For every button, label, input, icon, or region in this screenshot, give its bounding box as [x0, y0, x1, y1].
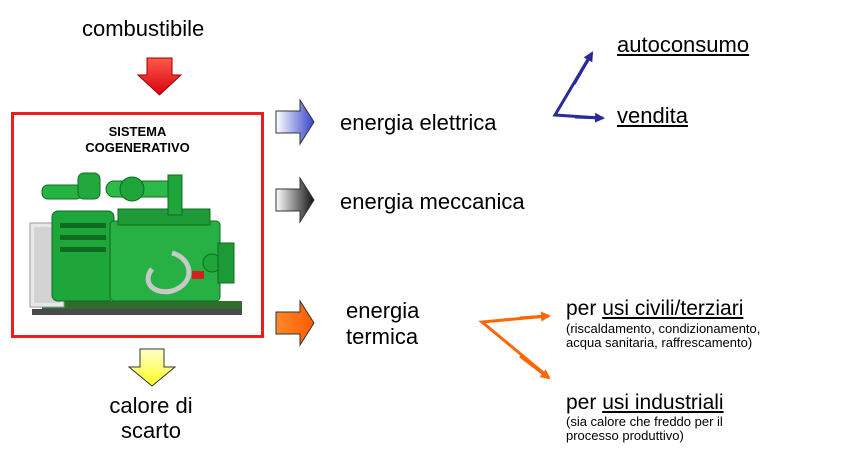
industrial-use-detail-line1: (sia calore che freddo per il	[566, 414, 723, 429]
self-consumption-arrowhead	[572, 51, 594, 85]
waste-heat-line2: scarto	[121, 418, 181, 443]
fuel-input-arrow	[136, 57, 183, 96]
civil-use-label: usi civili/terziari	[602, 297, 744, 320]
waste-heat-line1: calore di	[109, 393, 193, 418]
cogeneration-system-box: SISTEMA COGENERATIVO	[11, 112, 264, 338]
industrial-use-label: usi industriali	[602, 391, 724, 414]
civil-use-heading: per usi civili/terziari	[566, 297, 743, 320]
electric-energy-label: energia elettrica	[340, 110, 497, 135]
system-title-line2: COGENERATIVO	[85, 140, 190, 155]
mechanical-energy-label: energia meccanica	[340, 189, 525, 214]
waste-heat-arrow	[127, 348, 177, 387]
thermal-energy-line2: termica	[346, 324, 419, 349]
system-title-line1: SISTEMA	[108, 124, 167, 139]
thermal-energy-line1: energia	[346, 298, 420, 323]
self-consumption-label: autoconsumo	[617, 32, 750, 57]
electric-output-arrow	[275, 98, 315, 146]
electric-split-line	[552, 55, 601, 120]
civil-use-detail-line1: (riscaldamento, condizionamento,	[566, 321, 761, 336]
sale-arrowhead	[574, 112, 605, 123]
civil-use-prefix: per	[566, 297, 603, 320]
sale-label: vendita	[617, 103, 688, 128]
thermal-output-arrow	[275, 299, 315, 347]
industrial-use-detail-line2: processo produttivo)	[566, 428, 684, 443]
civil-use-arrowhead	[519, 311, 551, 322]
fuel-label: combustibile	[82, 16, 205, 41]
cogeneration-engine-image	[29, 172, 242, 315]
industrial-use-heading: per usi industriali	[566, 391, 724, 414]
industrial-use-arrowhead	[519, 354, 551, 380]
mechanical-output-arrow	[275, 176, 315, 224]
thermal-split-line	[478, 314, 548, 378]
civil-use-detail-line2: acqua sanitaria, raffrescamento)	[566, 335, 753, 350]
industrial-use-prefix: per	[566, 391, 603, 414]
